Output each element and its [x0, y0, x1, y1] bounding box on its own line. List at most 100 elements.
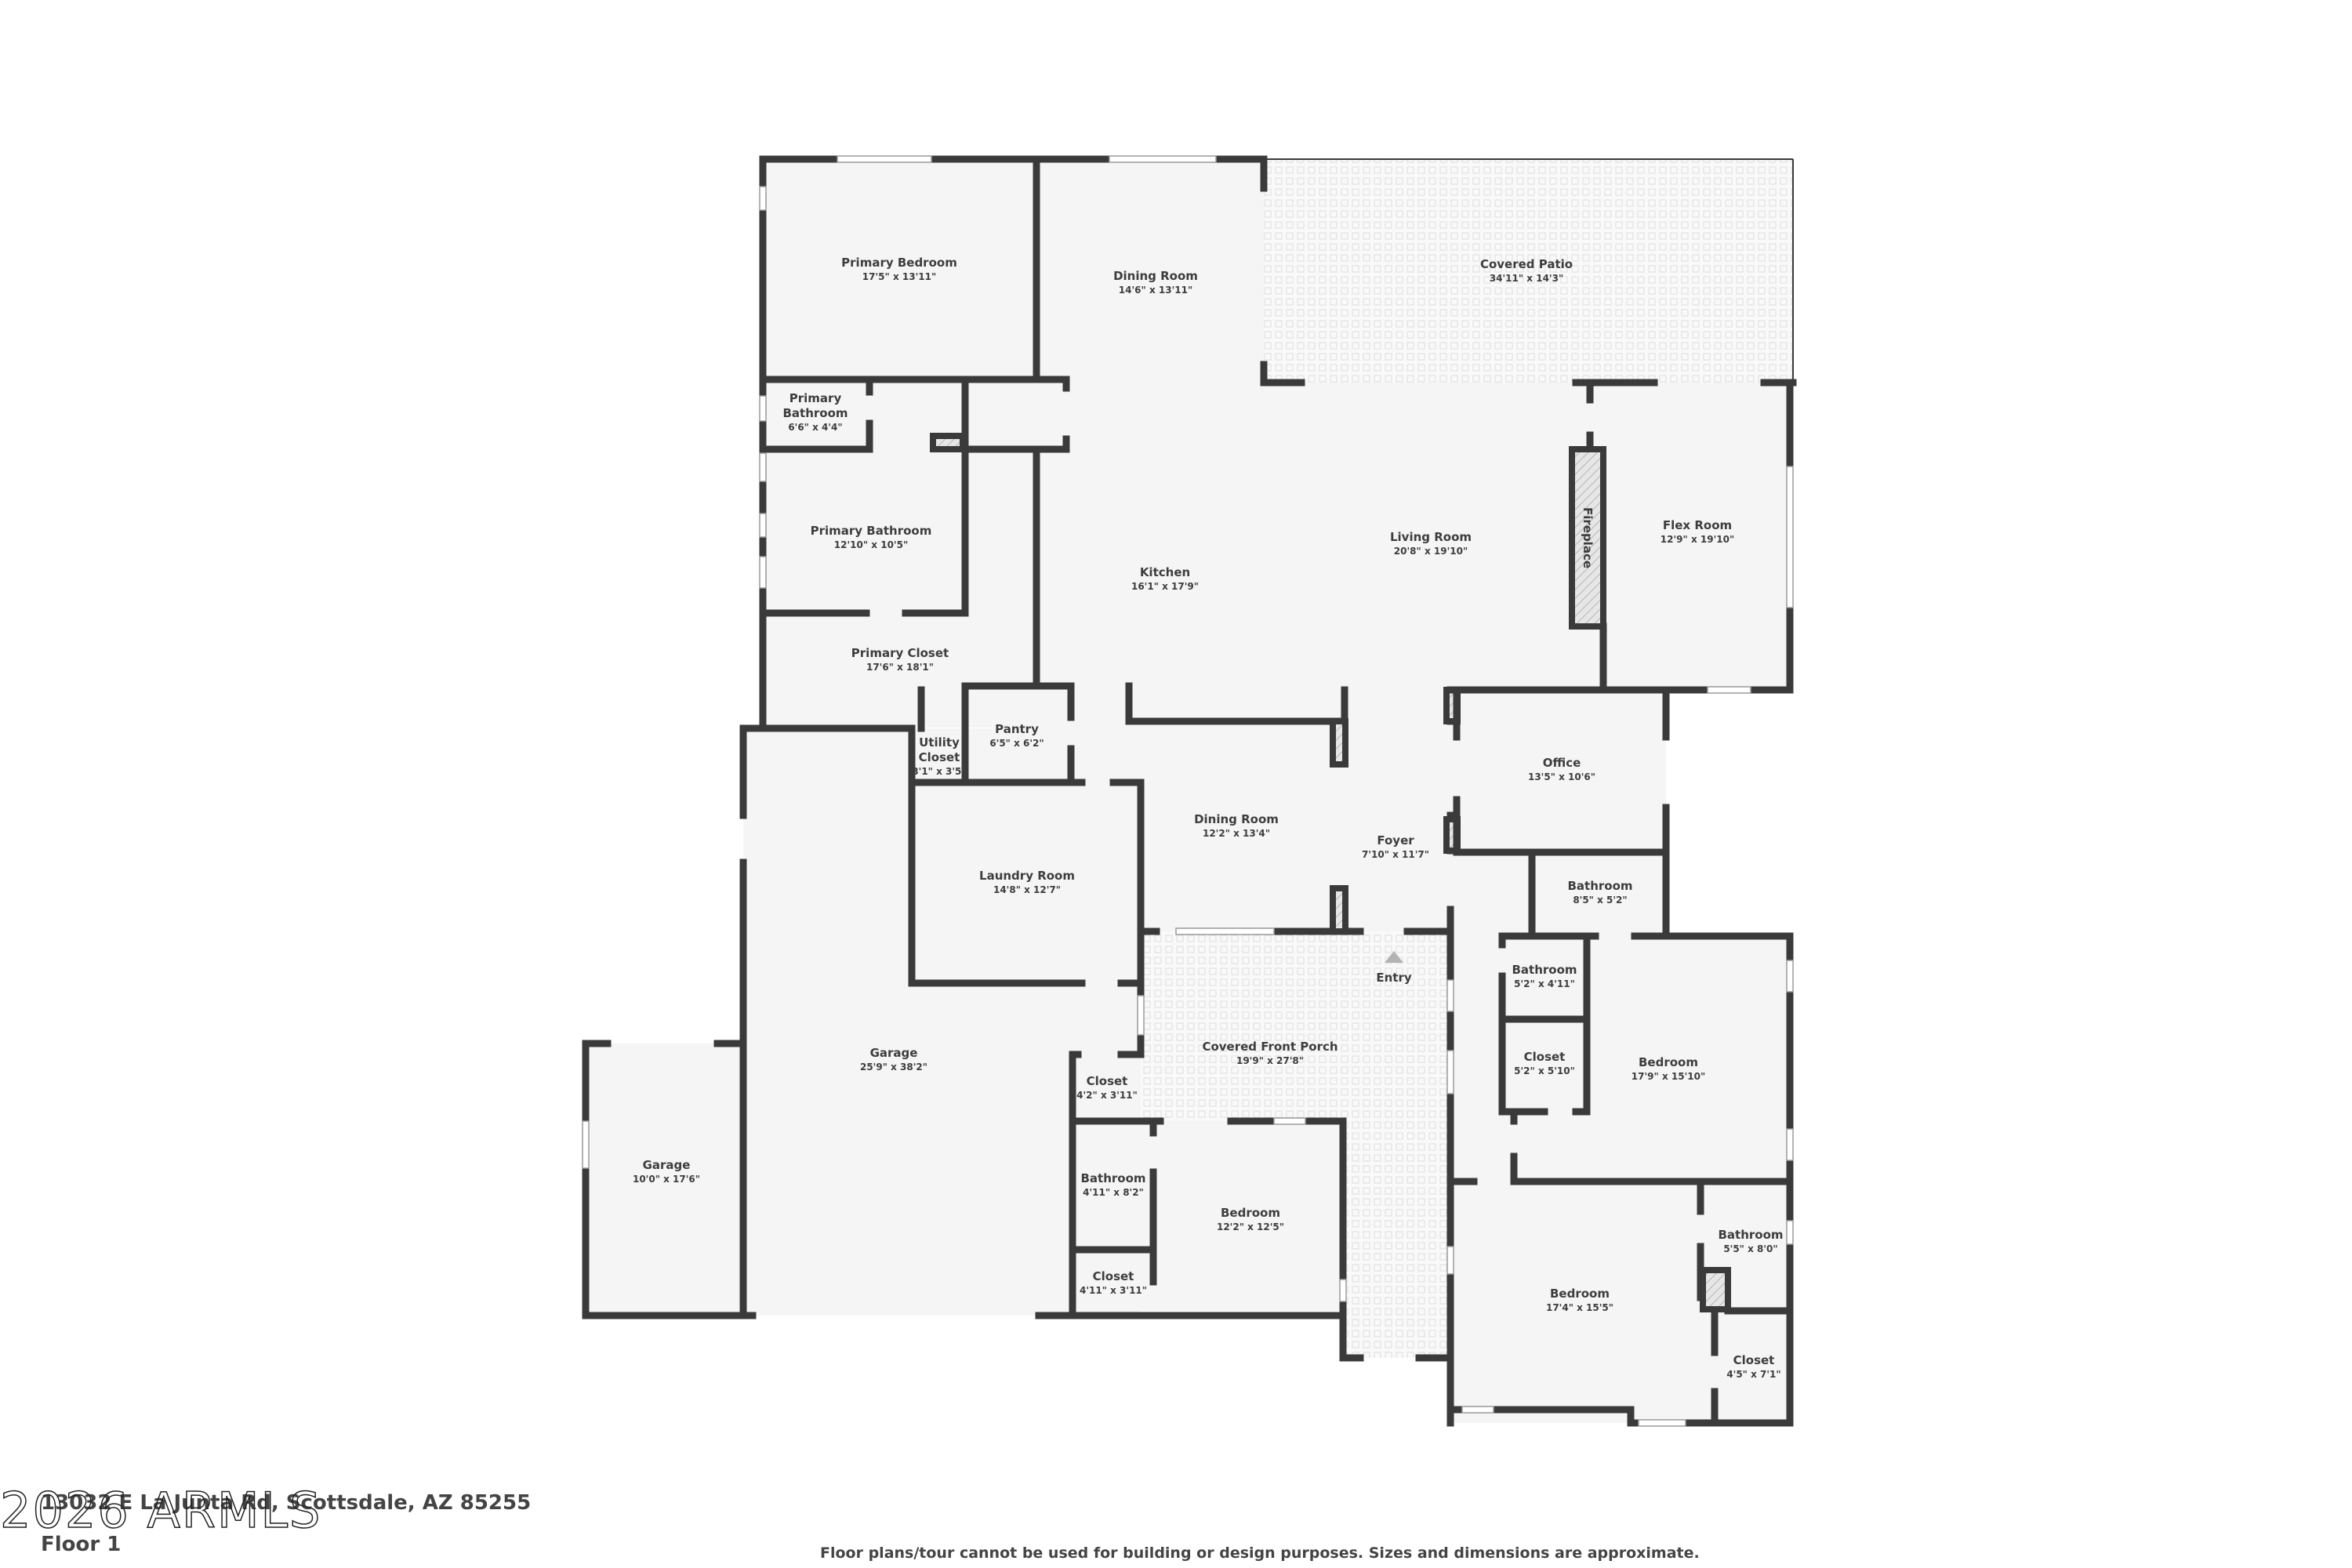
room-garage-main: Garage 25'9" x 38'2"	[860, 1046, 927, 1073]
svg-text:17'5" x 13'11": 17'5" x 13'11"	[862, 271, 936, 282]
svg-text:Garage: Garage	[870, 1046, 918, 1060]
svg-text:19'9" x 27'8": 19'9" x 27'8"	[1236, 1055, 1304, 1066]
svg-text:6'6" x 4'4": 6'6" x 4'4"	[788, 422, 842, 433]
room-laundry-room: Laundry Room 14'8" x 12'7"	[979, 869, 1075, 895]
entry-label: Entry	[1376, 971, 1411, 985]
room-office: Office 13'5" x 10'6"	[1528, 756, 1595, 782]
room-covered-patio: Covered Patio 34'11" x 14'3"	[1480, 257, 1573, 284]
front-porch-floor	[1141, 931, 1450, 1358]
room-primary-bathroom-small: Primary Bathroom 6'6" x 4'4"	[782, 391, 848, 433]
svg-text:Closet: Closet	[1087, 1074, 1128, 1088]
svg-text:Bathroom: Bathroom	[1512, 963, 1577, 977]
svg-text:Kitchen: Kitchen	[1140, 565, 1190, 579]
room-bathroom-small: Bathroom 5'2" x 4'11"	[1512, 963, 1577, 989]
svg-text:12'2" x 13'4": 12'2" x 13'4"	[1203, 828, 1270, 839]
floor-label: Floor 1	[41, 1533, 122, 1556]
svg-text:Utility: Utility	[919, 735, 960, 750]
svg-text:Primary Bedroom: Primary Bedroom	[841, 256, 957, 270]
svg-text:Closet: Closet	[1093, 1269, 1134, 1283]
svg-text:17'6" x 18'1": 17'6" x 18'1"	[866, 662, 934, 673]
svg-text:Closet: Closet	[1524, 1050, 1566, 1064]
covered-patio-floor	[1264, 159, 1793, 383]
room-closet-bedroom-3: Closet 4'5" x 7'1"	[1726, 1353, 1780, 1380]
svg-text:Primary Closet: Primary Closet	[851, 646, 949, 660]
svg-text:12'10" x 10'5": 12'10" x 10'5"	[834, 539, 908, 550]
svg-text:25'9" x 38'2": 25'9" x 38'2"	[860, 1062, 927, 1073]
room-closet-garage: Closet 4'2" x 3'11"	[1076, 1074, 1138, 1101]
svg-text:7'10" x 11'7": 7'10" x 11'7"	[1362, 849, 1429, 860]
svg-text:4'2" x 3'11": 4'2" x 3'11"	[1076, 1090, 1138, 1101]
svg-text:16'1" x 17'9": 16'1" x 17'9"	[1131, 581, 1199, 592]
svg-text:Flex Room: Flex Room	[1663, 518, 1732, 532]
room-bathroom-hall: Bathroom 8'5" x 5'2"	[1567, 879, 1632, 906]
svg-text:Office: Office	[1543, 756, 1581, 770]
walls	[582, 155, 1797, 1427]
room-primary-bedroom: Primary Bedroom 17'5" x 13'11"	[841, 256, 957, 282]
room-primary-bathroom: Primary Bathroom 12'10" x 10'5"	[811, 524, 932, 550]
svg-text:34'11" x 14'3": 34'11" x 14'3"	[1490, 273, 1563, 284]
svg-text:Living Room: Living Room	[1390, 530, 1472, 544]
svg-text:Bathroom: Bathroom	[1080, 1171, 1145, 1185]
svg-text:5'2" x 5'10": 5'2" x 5'10"	[1514, 1065, 1575, 1076]
svg-text:14'8" x 12'7": 14'8" x 12'7"	[993, 884, 1061, 895]
floor-fills	[586, 159, 1793, 1423]
svg-text:20'8" x 19'10": 20'8" x 19'10"	[1394, 546, 1468, 557]
room-bathroom-bedroom-2: Bathroom 4'11" x 8'2"	[1080, 1171, 1145, 1198]
room-pantry: Pantry 6'5" x 6'2"	[989, 722, 1044, 749]
room-living-room: Living Room 20'8" x 19'10"	[1390, 530, 1472, 557]
svg-text:3'1" x 3'5": 3'1" x 3'5"	[912, 766, 966, 777]
svg-text:Pantry: Pantry	[995, 722, 1039, 736]
svg-text:Dining Room: Dining Room	[1194, 812, 1279, 826]
room-foyer: Foyer 7'10" x 11'7"	[1362, 833, 1429, 860]
room-bedroom-1: Bedroom 17'9" x 15'10"	[1632, 1055, 1705, 1082]
room-dining-room-south: Dining Room 12'2" x 13'4"	[1194, 812, 1279, 839]
svg-text:Covered Front Porch: Covered Front Porch	[1202, 1040, 1338, 1054]
fireplace-label: Fireplace	[1581, 507, 1595, 568]
room-garage-small: Garage 10'0" x 17'6"	[633, 1158, 700, 1185]
svg-text:4'11" x 3'11": 4'11" x 3'11"	[1080, 1285, 1147, 1296]
room-bedroom-2: Bedroom 12'2" x 12'5"	[1217, 1206, 1284, 1232]
room-closet-bedroom-1: Closet 5'2" x 5'10"	[1514, 1050, 1575, 1076]
svg-text:Bathroom: Bathroom	[1718, 1228, 1783, 1242]
windows	[582, 155, 1794, 1427]
svg-text:Bedroom: Bedroom	[1221, 1206, 1280, 1220]
room-covered-front-porch: Covered Front Porch 19'9" x 27'8"	[1202, 1040, 1338, 1066]
svg-text:Closet: Closet	[1733, 1353, 1775, 1367]
svg-text:12'2" x 12'5": 12'2" x 12'5"	[1217, 1221, 1284, 1232]
svg-text:Foyer: Foyer	[1377, 833, 1414, 848]
room-dining-room-north: Dining Room 14'6" x 13'11"	[1113, 269, 1198, 296]
svg-text:Bedroom: Bedroom	[1550, 1287, 1610, 1301]
disclaimer: Floor plans/tour cannot be used for buil…	[820, 1544, 1700, 1562]
svg-text:Primary: Primary	[789, 391, 842, 405]
svg-text:Covered Patio: Covered Patio	[1480, 257, 1573, 271]
svg-text:4'11" x 8'2": 4'11" x 8'2"	[1083, 1187, 1144, 1198]
svg-text:Dining Room: Dining Room	[1113, 269, 1198, 283]
room-utility-closet: Utility Closet 3'1" x 3'5"	[912, 735, 966, 777]
room-bathroom-bedroom-3: Bathroom 5'5" x 8'0"	[1718, 1228, 1783, 1254]
svg-text:Bathroom: Bathroom	[782, 406, 848, 420]
room-primary-closet: Primary Closet 17'6" x 18'1"	[851, 646, 949, 673]
room-bedroom-3: Bedroom 17'4" x 15'5"	[1546, 1287, 1613, 1313]
entry-arrow-icon	[1385, 951, 1403, 963]
svg-text:17'4" x 15'5": 17'4" x 15'5"	[1546, 1302, 1613, 1313]
room-flex-room: Flex Room 12'9" x 19'10"	[1661, 518, 1734, 545]
svg-text:5'2" x 4'11": 5'2" x 4'11"	[1514, 978, 1575, 989]
svg-text:12'9" x 19'10": 12'9" x 19'10"	[1661, 534, 1734, 545]
room-closet-bedroom-2: Closet 4'11" x 3'11"	[1080, 1269, 1147, 1296]
fireplace	[1569, 446, 1606, 630]
svg-text:Bathroom: Bathroom	[1567, 879, 1632, 893]
svg-text:Bedroom: Bedroom	[1639, 1055, 1698, 1069]
svg-text:Garage: Garage	[643, 1158, 691, 1172]
svg-text:8'5" x 5'2": 8'5" x 5'2"	[1573, 895, 1627, 906]
svg-text:Primary Bathroom: Primary Bathroom	[811, 524, 932, 538]
svg-text:4'5" x 7'1": 4'5" x 7'1"	[1726, 1369, 1780, 1380]
svg-text:17'9" x 15'10": 17'9" x 15'10"	[1632, 1071, 1705, 1082]
svg-text:Closet: Closet	[919, 750, 960, 764]
svg-text:14'6" x 13'11": 14'6" x 13'11"	[1119, 285, 1192, 296]
svg-text:13'5" x 10'6": 13'5" x 10'6"	[1528, 771, 1595, 782]
room-kitchen: Kitchen 16'1" x 17'9"	[1131, 565, 1199, 592]
svg-text:10'0" x 17'6": 10'0" x 17'6"	[633, 1174, 700, 1185]
room-labels: Primary Bedroom 17'5" x 13'11" Dining Ro…	[633, 256, 1784, 1380]
property-address: 13032 E La Junta Rd, Scottsdale, AZ 8525…	[41, 1491, 532, 1515]
